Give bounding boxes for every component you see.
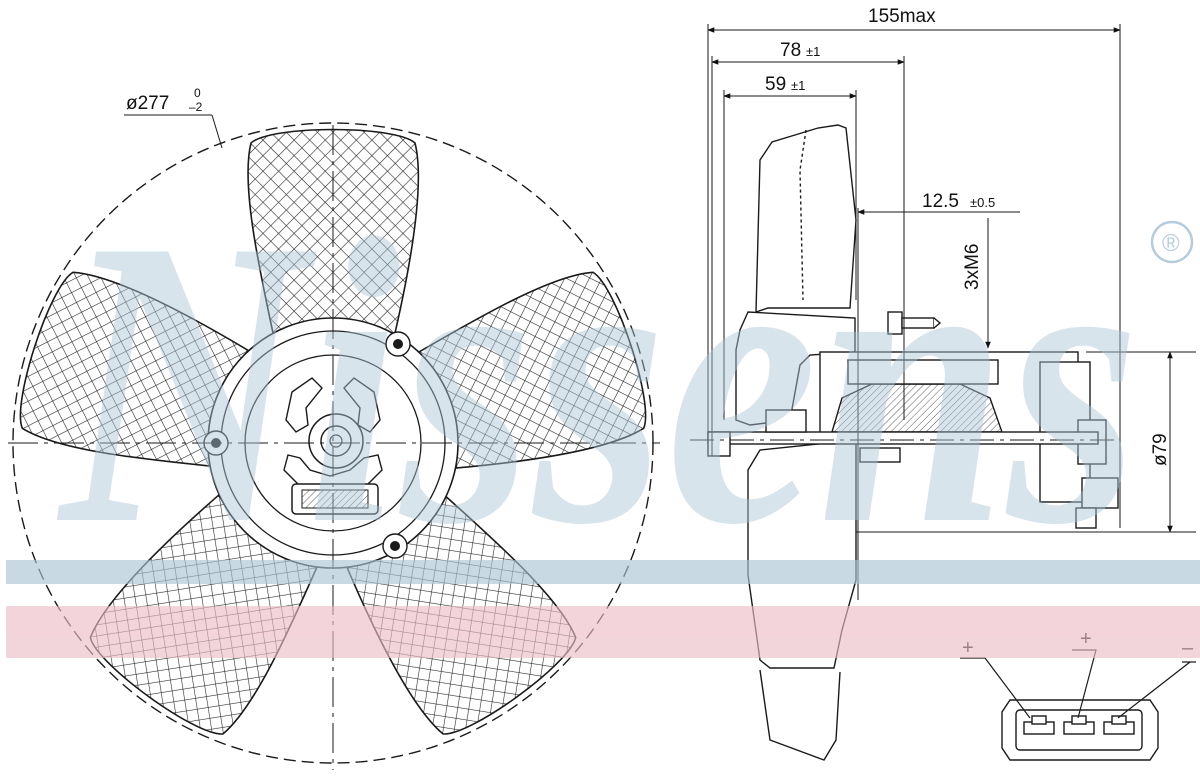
dim-motor-diameter: ø79 bbox=[1150, 433, 1171, 466]
shaft-rear bbox=[1075, 507, 1097, 529]
watermark: Nissens ® bbox=[6, 155, 1200, 658]
dim-hub-offset-tol: ±0.5 bbox=[970, 195, 995, 210]
blade-profile-upper bbox=[755, 124, 857, 313]
motor-core bbox=[847, 359, 999, 385]
dim-mount-thread: 3xM6 bbox=[962, 244, 983, 290]
watermark-red-band bbox=[6, 606, 1200, 658]
dim-78: 78 bbox=[780, 40, 801, 61]
diameter-tol-lower: –2 bbox=[189, 100, 203, 114]
mount-bolt-bottom bbox=[382, 533, 408, 559]
registered-mark-circle bbox=[1150, 220, 1194, 264]
connector-detail bbox=[960, 649, 1196, 761]
side-dimensions bbox=[707, 24, 1196, 600]
dim-59-tol: ±1 bbox=[791, 78, 805, 93]
watermark-brand: Nissens bbox=[55, 155, 1140, 609]
fan-blades bbox=[19, 128, 647, 735]
m6-bolt-tip bbox=[933, 317, 942, 329]
pin3-wire bbox=[1117, 661, 1196, 719]
dim-hub-offset: 12.5 bbox=[922, 191, 959, 212]
hub-spokes bbox=[283, 377, 383, 491]
hub-connector bbox=[291, 483, 379, 515]
motor-plug bbox=[1081, 477, 1119, 509]
fan-front-view: ø277 0 –2 bbox=[8, 86, 660, 770]
dim-78-tol: ±1 bbox=[806, 44, 820, 59]
diameter-label: ø277 bbox=[126, 93, 169, 114]
blade-profile-bottom bbox=[759, 669, 841, 761]
dim-59: 59 bbox=[765, 74, 786, 95]
mount-bolt-top bbox=[385, 331, 411, 357]
dim-overall-length: 155max bbox=[868, 6, 936, 27]
fan-blade bbox=[19, 271, 249, 467]
bearing-left bbox=[765, 409, 807, 433]
diameter-leader-tail bbox=[211, 114, 223, 149]
fan-side-view bbox=[690, 24, 1196, 761]
diameter-tol-upper: 0 bbox=[194, 86, 201, 100]
blade-edge bbox=[799, 129, 807, 301]
fan-blade bbox=[418, 271, 647, 469]
registered-mark: ® bbox=[1162, 230, 1180, 257]
stud-nut bbox=[859, 447, 901, 463]
connector-pins bbox=[1023, 715, 1135, 735]
watermark-blue-band bbox=[6, 560, 1200, 584]
